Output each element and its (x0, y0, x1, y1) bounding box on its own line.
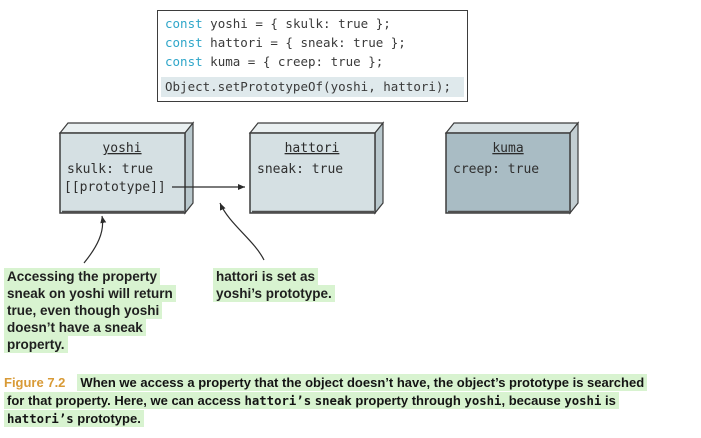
caption-text: When we access a property that the objec… (77, 374, 648, 391)
const-keyword: const (165, 35, 203, 50)
yoshi-property: skulk: true (67, 162, 153, 177)
caption-text: for that property. Here, we can access h… (4, 392, 619, 409)
code-line-highlighted: Object.setPrototypeOf(yoshi, hattori); (161, 77, 464, 97)
kuma-property: creep: true (453, 162, 539, 177)
yoshi-prototype-slot: [[prototype]] (64, 180, 166, 195)
annotation-arrow-right (219, 202, 265, 261)
kuma-title: kuma (492, 141, 523, 156)
caption-line: Figure 7.2 When we access a property that… (4, 374, 699, 392)
const-keyword: const (165, 54, 203, 69)
object-box-hattori: hattori sneak: true (248, 121, 385, 215)
code-line: const kuma = { creep: true }; (158, 52, 467, 71)
code-text: hattori = { sneak: true }; (202, 35, 406, 50)
object-box-kuma: kuma creep: true (444, 121, 580, 215)
hattori-property: sneak: true (257, 162, 343, 177)
object-box-yoshi: yoshi skulk: true [[prototype]] (58, 121, 195, 215)
code-text: kuma = { creep: true }; (202, 54, 384, 69)
const-keyword: const (165, 16, 203, 31)
figure-caption: Figure 7.2 When we access a property that… (4, 374, 699, 428)
caption-text: hattori’s prototype. (4, 410, 144, 427)
hattori-title: hattori (285, 141, 340, 156)
code-text: yoshi = { skulk: true }; (202, 16, 391, 31)
yoshi-title: yoshi (102, 141, 141, 156)
caption-line: hattori’s prototype. (4, 410, 699, 428)
annotation-arrow-left (83, 215, 107, 264)
figure-label: Figure 7.2 (4, 375, 66, 390)
code-snippet: const yoshi = { skulk: true }; const hat… (157, 10, 468, 102)
code-line: const yoshi = { skulk: true }; (158, 14, 467, 33)
code-line: const hattori = { sneak: true }; (158, 33, 467, 52)
caption-line: for that property. Here, we can access h… (4, 392, 699, 410)
